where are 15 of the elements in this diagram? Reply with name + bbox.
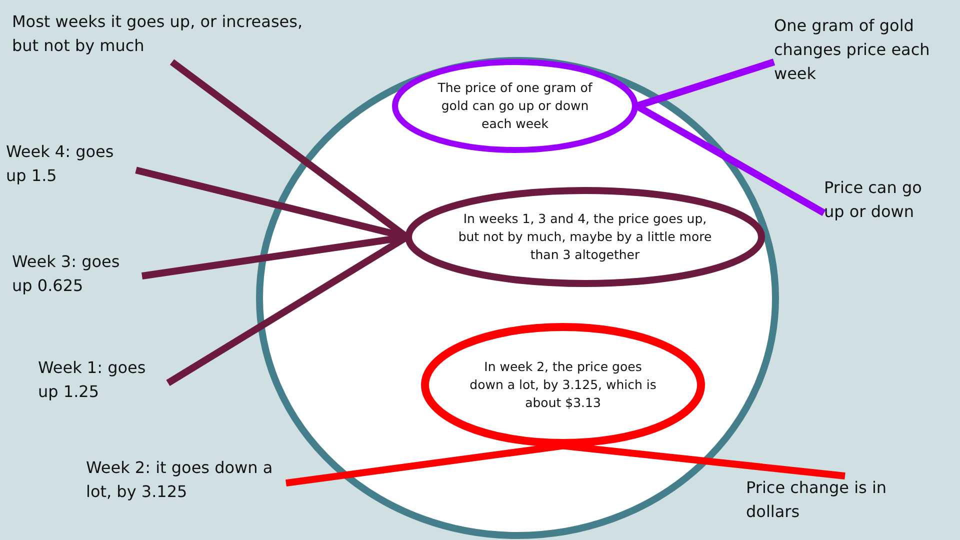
leader-line [636,58,776,110]
note-text: Week 4: goes up 1.5 [6,141,115,187]
note-text: One gram of gold changes price each week [774,15,931,85]
note-text: Price can go up or down [824,177,923,223]
bubble-text: In week 2, the price goes down a lot, by 3.125, which is about $3.13 [469,358,657,412]
note-text: Week 1: goes up 1.25 [38,357,147,403]
note-text: Price change is in dollars [746,477,888,523]
bubble-text: In weeks 1, 3 and 4, the price goes up, but not by much, maybe by a little more than 3 altogether [457,210,713,264]
note-text: Most weeks it goes up, or increases, but not by much [12,11,304,57]
ellipse-bubble [392,59,638,153]
note-text: Week 3: goes up 0.625 [12,251,121,297]
ellipse-bubble [421,323,705,447]
bubble-text: The price of one gram of gold can go up or down each week [436,78,594,134]
note-text: Week 2: it goes down a lot, by 3.125 [86,457,274,503]
ellipse-bubble [405,187,765,287]
